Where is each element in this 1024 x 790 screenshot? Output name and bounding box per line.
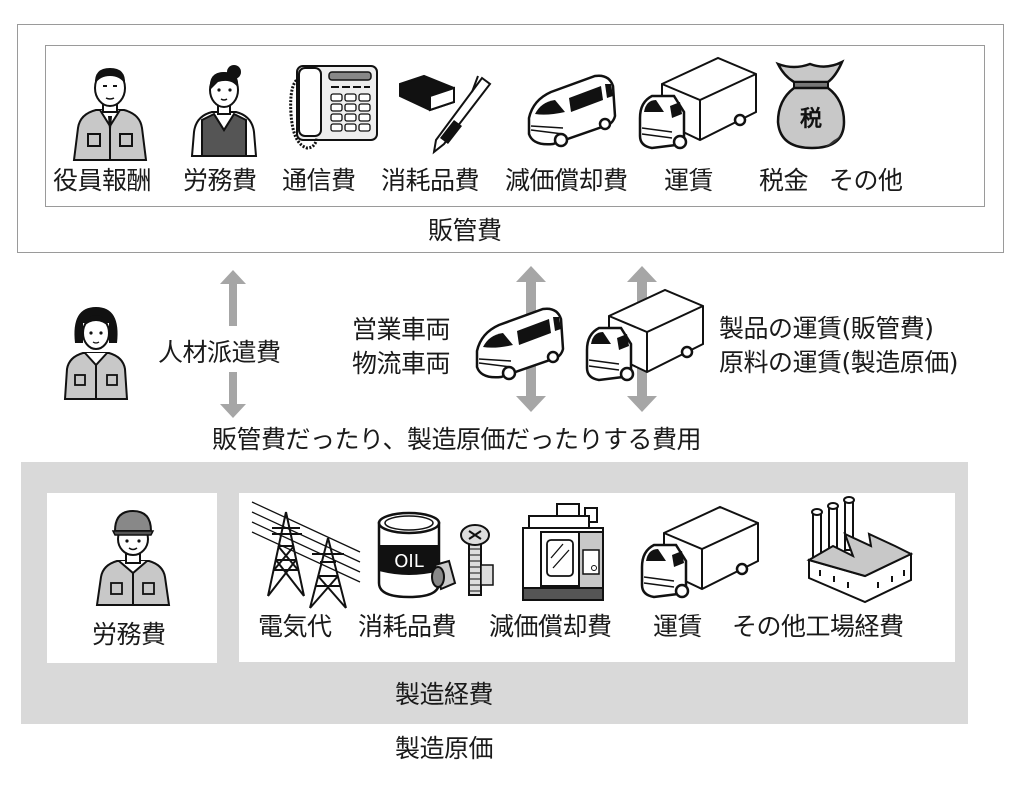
staffing-cost-label: 人材派遣費	[158, 338, 281, 367]
overhead-item-label: 電気代	[258, 612, 332, 641]
manufacturing-cost-title: 製造原価	[395, 734, 494, 763]
overhead-title: 製造経費	[395, 680, 494, 709]
sga-item-label: 通信費	[282, 166, 356, 195]
van-icon	[475, 307, 565, 381]
sga-items-box	[45, 45, 985, 207]
overhead-item-label: 消耗品費	[358, 612, 457, 641]
sga-item-label: 消耗品費	[381, 166, 480, 195]
telephone-icon	[289, 65, 378, 150]
machine-tool-icon	[522, 503, 604, 601]
factory-icon	[806, 496, 914, 604]
manufacturing-labor-label: 労務費	[92, 620, 166, 649]
oil-can-badge: OIL	[394, 551, 424, 572]
freight-label-2: 原料の運賃(製造原価)	[719, 348, 959, 377]
staffing-arrow-up	[220, 270, 246, 326]
truck-icon	[585, 288, 704, 382]
vehicle-label-1: 営業車両	[352, 315, 451, 344]
sga-item-label: 運賃	[664, 166, 714, 195]
factory-worker-icon	[95, 509, 171, 606]
truck-icon	[640, 505, 759, 599]
vehicle-label-2: 物流車両	[352, 349, 451, 378]
power-tower-icon	[251, 501, 361, 609]
freight-label-1: 製品の運賃(販管費)	[719, 314, 934, 343]
overhead-item-label: 減価償却費	[489, 612, 612, 641]
tax-bag-icon: 税	[775, 59, 846, 150]
sga-item-label: その他	[829, 166, 903, 195]
sga-outer-box	[17, 24, 1004, 253]
overhead-item-label: 運賃	[653, 612, 703, 641]
truck-icon	[638, 56, 757, 150]
sga-item-label: 労務費	[183, 166, 257, 195]
office-woman-icon	[190, 65, 258, 157]
sga-title: 販管費	[428, 216, 502, 245]
sga-item-label: 減価償却費	[505, 166, 628, 195]
executive-man-icon	[72, 68, 148, 161]
overhead-item-label: その他工場経費	[732, 612, 904, 641]
van-icon	[527, 74, 617, 148]
temp-worker-icon	[63, 307, 129, 400]
eraser-pen-icon	[399, 74, 492, 155]
dual-category-caption: 販管費だったり、製造原価だったりする費用	[212, 425, 702, 454]
sga-item-label: 役員報酬	[53, 166, 152, 195]
oil-can-bolt-icon: OIL	[377, 511, 494, 599]
sga-item-label: 税金	[759, 166, 809, 195]
staffing-arrow-down	[220, 372, 246, 418]
tax-bag-badge: 税	[800, 106, 822, 132]
